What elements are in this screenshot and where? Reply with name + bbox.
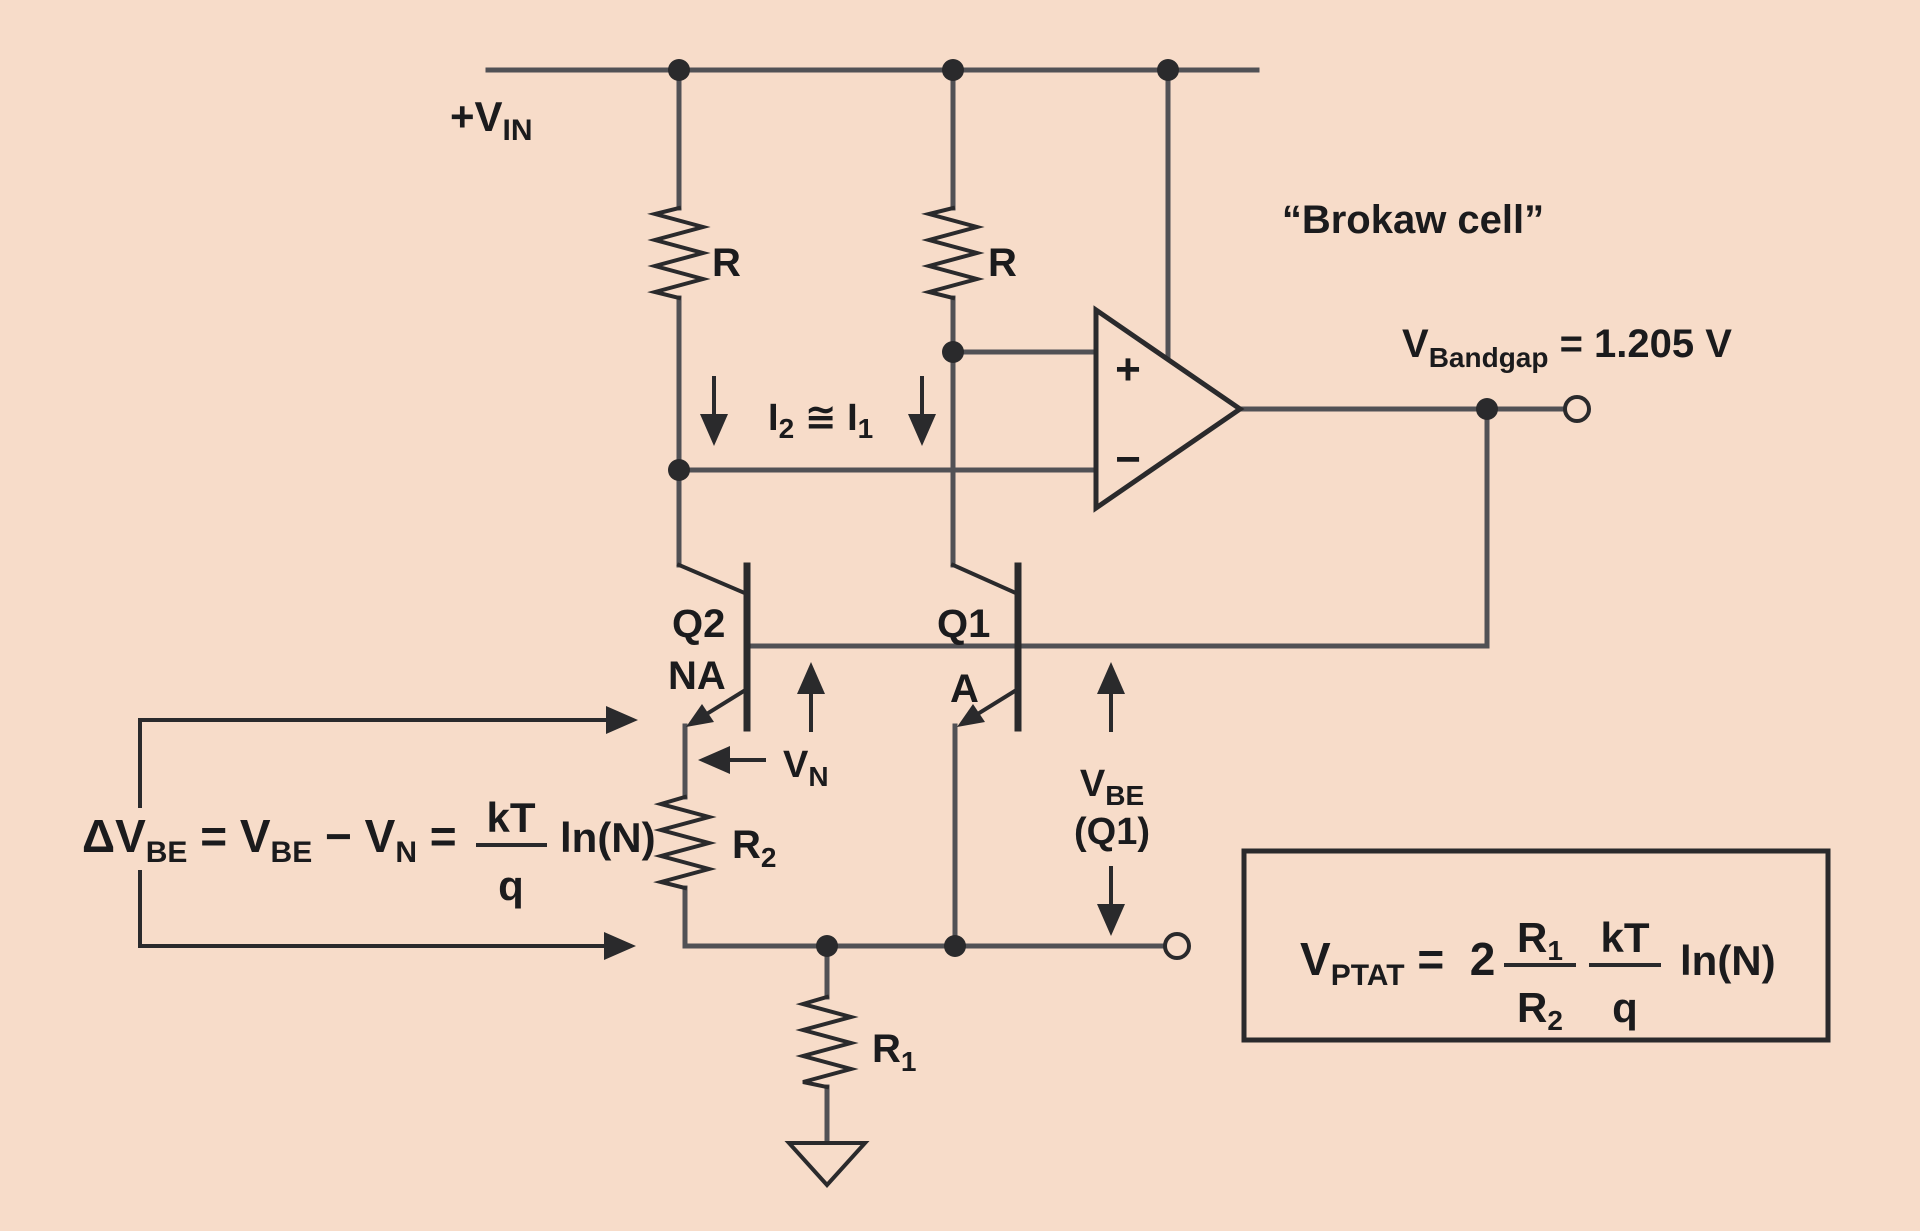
vn-label: VN: [783, 744, 829, 792]
brokaw-cell-label: “Brokaw cell”: [1282, 198, 1544, 242]
q2-collector-stroke: [676, 562, 750, 597]
opamp-minus-sign: −: [1115, 435, 1141, 484]
q2-emitter-arrow-icon: [686, 704, 714, 727]
q1-collector-stroke: [950, 562, 1021, 597]
r2-label: R2: [732, 823, 776, 873]
resistor-label-left: R: [712, 241, 741, 285]
opamp-plus-sign: +: [1115, 345, 1141, 394]
delta-vbe-equation-main: ΔVBE = VBE − VN =: [82, 810, 457, 869]
delta-eq-kt-numerator: kT: [486, 794, 535, 841]
q1-emitter-stroke: [973, 686, 1021, 718]
resistor-r1: [795, 994, 859, 1090]
vin-label: +VIN: [450, 93, 533, 147]
q1-emitter-arrow-icon: [957, 704, 985, 727]
vptat-equation-main: VPTAT = 2: [1300, 933, 1495, 992]
delta-eq-ln-term: ln(N): [560, 814, 656, 861]
delta-eq-q-denominator: q: [498, 862, 524, 909]
r1-label: R1: [872, 1027, 916, 1077]
junction-dot: [1476, 398, 1498, 420]
q2-label: Q2: [672, 602, 725, 646]
vbe-ref-label: (Q1): [1074, 811, 1150, 853]
vptat-r1-numerator: R1: [1517, 914, 1563, 966]
delta-vbe-bracket: [138, 706, 638, 960]
bracket-arrow-bottom-icon: [604, 932, 636, 960]
vbandgap-output-terminal: [1563, 395, 1591, 423]
vptat-ln-term: ln(N): [1680, 937, 1776, 984]
vptat-equation-box: VPTAT = 2 R1 R2 kT q ln(N): [1241, 848, 1831, 1043]
vbe-up-arrow: [1097, 662, 1125, 732]
vptat-q-denominator: q: [1612, 984, 1638, 1031]
vptat-box-border: [1241, 848, 1831, 1043]
junction-dot: [942, 59, 964, 81]
resistor-r-right: [921, 205, 985, 301]
resistor-r-left: [647, 205, 711, 301]
junction-dot: [942, 341, 964, 363]
delta-vbe-equation: ΔVBE = VBE − VN = kT q ln(N): [82, 794, 656, 909]
q2-emitter-stroke: [702, 686, 750, 718]
junction-dot: [944, 935, 966, 957]
resistor-label-right: R: [988, 241, 1017, 285]
vn-up-arrow: [797, 662, 825, 732]
current-arrow-i2: [700, 376, 728, 446]
vptat-kt-numerator: kT: [1600, 914, 1649, 961]
vbe-down-arrow: [1097, 866, 1125, 936]
bracket-arrow-top-icon: [606, 706, 638, 734]
vbe-label: VBE: [1080, 763, 1144, 811]
opamp-triangle: [1093, 305, 1245, 513]
ground-symbol-icon: [784, 1141, 870, 1188]
junction-dot: [668, 459, 690, 481]
vn-left-arrow: [698, 746, 766, 774]
resistor-r2: [653, 794, 717, 891]
q1-emitter-area-label: A: [950, 667, 979, 711]
q1-label: Q1: [937, 602, 990, 646]
vptat-output-terminal: [1163, 932, 1191, 960]
junction-dot: [1157, 59, 1179, 81]
current-equivalence-label: I2 ≅ I1: [768, 397, 873, 444]
current-arrow-i1: [908, 376, 936, 446]
vbandgap-label: VBandgap = 1.205 V: [1402, 322, 1732, 373]
junction-dot: [668, 59, 690, 81]
junction-dot: [816, 935, 838, 957]
q2-emitter-area-label: NA: [668, 654, 726, 698]
vptat-r2-denominator: R2: [1517, 984, 1563, 1036]
